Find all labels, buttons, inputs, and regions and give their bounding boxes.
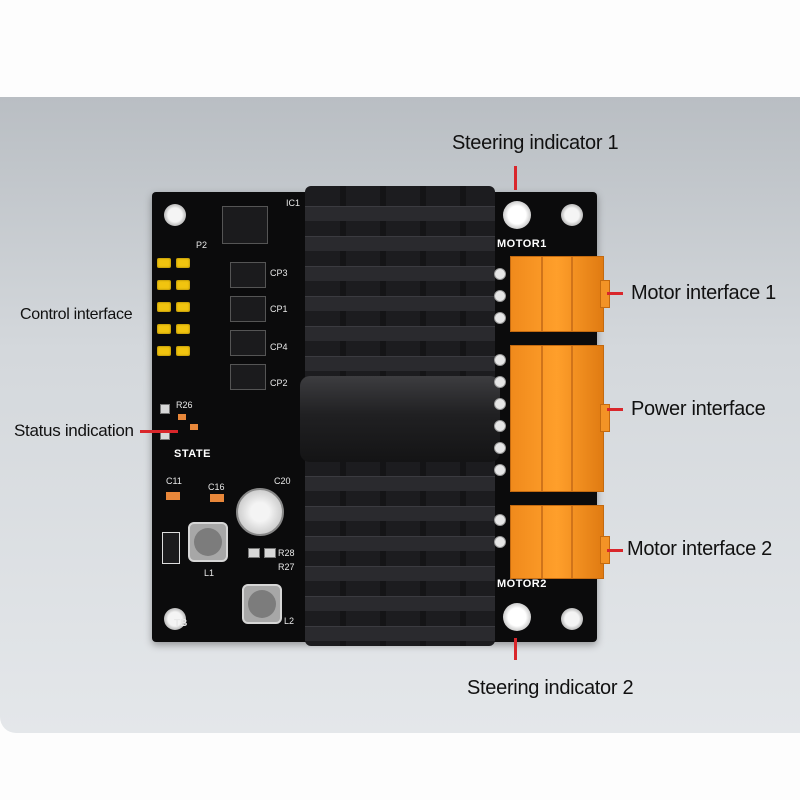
heatsink-center-block [300,376,500,462]
silk-state: STATE [174,448,211,460]
mount-hole [561,608,583,630]
steering-indicator-1-led [503,201,531,229]
leader-line [514,638,517,660]
power-interface-terminal [510,345,604,492]
label-motor-interface-1: Motor interface 1 [631,282,776,304]
silk-r26: R26 [176,400,193,410]
silk-p2: P2 [196,240,208,250]
silk-r27: R27 [278,562,295,572]
silk-tb: TB [174,618,188,629]
leader-line [140,430,178,433]
silk-motor1: MOTOR1 [497,238,547,250]
mount-hole [164,608,186,630]
leader-line [607,408,623,411]
mount-hole [561,204,583,226]
silk-c16: C16 [208,482,225,492]
silk-motor2: MOTOR2 [497,578,547,590]
mount-hole [164,204,186,226]
optocoupler [230,296,266,322]
motor-interface-1-terminal [510,256,604,332]
leader-line [607,292,623,295]
leader-line [607,549,623,552]
smd-resistor [160,404,170,414]
silk-cp1: CP1 [270,304,288,314]
silk-ic1: IC1 [286,198,301,208]
label-control-interface: Control interface [20,306,133,323]
optocoupler [230,330,266,356]
label-status-indication: Status indication [14,421,134,440]
electrolytic-capacitor [236,488,284,536]
smd-resistor [248,548,260,558]
silk-c11: C11 [166,476,182,486]
optocoupler [230,262,266,288]
silk-l2: L2 [284,616,295,626]
status-led [178,414,186,420]
smd-resistor [264,548,276,558]
motor-interface-2-terminal [510,505,604,579]
silk-cp3: CP3 [270,268,288,278]
steering-indicator-2-led [503,603,531,631]
diode [162,532,180,564]
inductor-l2 [242,584,282,624]
terminal-tab [600,404,610,432]
label-steering-indicator-2: Steering indicator 2 [467,677,634,699]
silk-cp2: CP2 [270,378,288,388]
silk-r28: R28 [278,548,295,558]
ic1-chip [222,206,268,244]
optocoupler [230,364,266,390]
label-motor-interface-2: Motor interface 2 [627,538,772,560]
smd-cap [166,492,180,500]
label-steering-indicator-1: Steering indicator 1 [452,132,619,154]
silk-l1: L1 [204,568,215,578]
label-power-interface: Power interface [631,398,766,420]
inductor-l1 [188,522,228,562]
silk-cp4: CP4 [270,342,288,352]
silk-c20: C20 [274,476,291,486]
leader-line [514,166,517,190]
smd-cap [210,494,224,502]
status-led [190,424,198,430]
